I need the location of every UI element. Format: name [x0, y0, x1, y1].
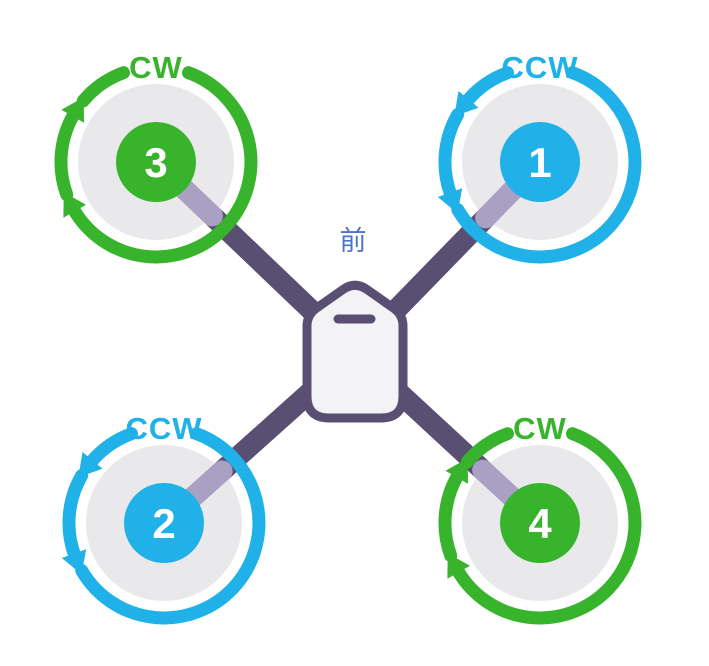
- motor-2-hub: [124, 483, 204, 563]
- front-direction-label: 前: [340, 226, 367, 256]
- motor-4-number: 4: [528, 500, 552, 547]
- body-shell: [302, 280, 408, 423]
- motor-3-number: 3: [144, 139, 167, 186]
- motor-4-direction-label: CW: [513, 411, 567, 446]
- motor-1-hub: [500, 122, 580, 202]
- motor-2-number: 2: [152, 500, 175, 547]
- motor-1-direction-label: CCW: [501, 50, 578, 85]
- motor-2-direction-label: CCW: [125, 411, 202, 446]
- motor-3-hub: [116, 122, 196, 202]
- motor-1-number: 1: [528, 139, 551, 186]
- motor-4-hub: [500, 483, 580, 563]
- motor-3-direction-label: CW: [129, 50, 183, 85]
- drone-body: [302, 280, 408, 423]
